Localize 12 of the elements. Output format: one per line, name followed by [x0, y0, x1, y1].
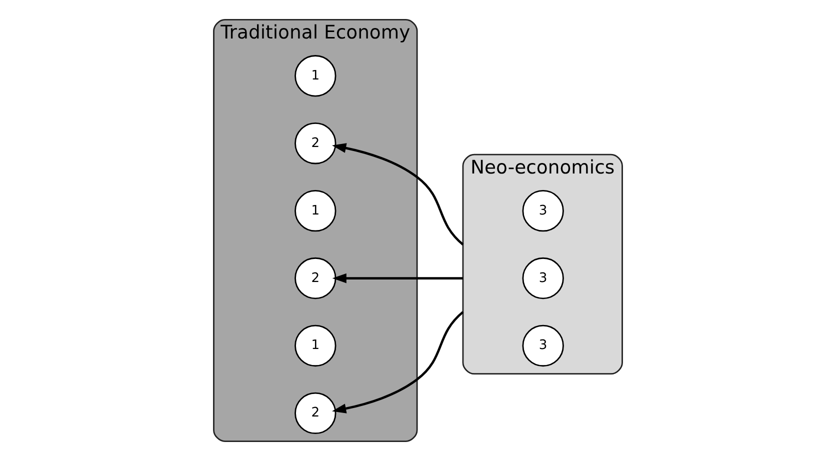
- node-circle: 2: [294, 392, 336, 434]
- node-circle: 2: [294, 257, 336, 300]
- node-circle: 3: [522, 257, 564, 300]
- arrow: [332, 273, 462, 284]
- node-circle: 2: [294, 122, 336, 164]
- node-circle: 3: [522, 324, 564, 367]
- arrow: [332, 143, 464, 246]
- node-circle: 1: [294, 55, 336, 97]
- node-circle: 3: [522, 190, 564, 232]
- arrow: [332, 311, 464, 414]
- node-circle: 1: [294, 324, 336, 367]
- node-circle: 1: [294, 190, 336, 232]
